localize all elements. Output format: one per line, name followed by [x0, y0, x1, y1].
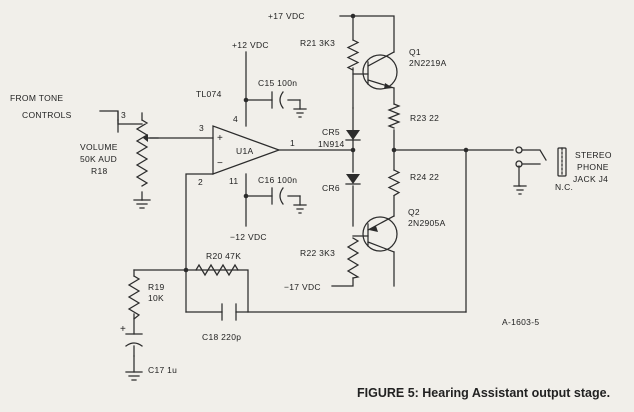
resistor-r21	[346, 39, 360, 71]
capacitor-c17	[125, 333, 143, 357]
opamp-plus-sign: +	[217, 133, 223, 144]
capacitor-c18	[221, 303, 237, 321]
jack-label-line3: JACK J4	[573, 174, 608, 184]
volume-potentiometer-r18	[117, 111, 159, 187]
drawing-number: A-1603-5	[502, 317, 539, 327]
supply-minus12: −12 VDC	[230, 232, 267, 242]
op-amp-u1a	[212, 125, 281, 175]
label-cr5-ref: CR5	[322, 127, 340, 137]
volume-ref: R18	[91, 166, 108, 176]
label-c18: C18 220p	[202, 332, 241, 342]
supply-minus17: −17 VDC	[284, 282, 321, 292]
volume-value: 50K AUD	[80, 154, 117, 164]
opamp-minus-sign: −	[217, 158, 223, 169]
resistor-r23	[387, 103, 401, 129]
label-cr5-part: 1N914	[318, 139, 345, 149]
resistor-r19	[127, 275, 141, 320]
opamp-pin-out: 1	[290, 138, 295, 148]
jack-label-line2: PHONE	[577, 162, 609, 172]
label-q2-ref: Q2	[408, 207, 420, 217]
resistor-r24	[387, 169, 401, 197]
input-label-line1: FROM TONE	[10, 93, 63, 103]
label-r20: R20 47K	[206, 251, 241, 261]
capacitor-c15	[271, 91, 284, 109]
volume-pin: 3	[121, 110, 126, 120]
resistor-r22	[346, 237, 360, 279]
figure-caption: FIGURE 5: Hearing Assistant output stage…	[357, 386, 610, 400]
input-label-line2: CONTROLS	[22, 110, 72, 120]
opamp-part: TL074	[196, 89, 222, 99]
transistor-q1	[362, 51, 398, 90]
ground-symbols	[125, 99, 527, 381]
label-c15: C15 100n	[258, 78, 297, 88]
opamp-pin-plus: 3	[199, 123, 204, 133]
jack-nc-label: N.C.	[555, 182, 573, 192]
label-r23: R23 22	[410, 113, 439, 123]
label-cr6-ref: CR6	[322, 183, 340, 193]
transistor-q2	[362, 215, 398, 253]
stereo-phone-jack-j4	[515, 146, 567, 177]
label-r21: R21 3K3	[300, 38, 335, 48]
label-c16: C16 100n	[258, 175, 297, 185]
opamp-ref: U1A	[236, 146, 253, 156]
label-q2-part: 2N2905A	[408, 218, 446, 228]
resistor-r20	[195, 263, 239, 277]
diode-cr5	[345, 130, 361, 141]
label-c17: C17 1u	[148, 365, 177, 375]
label-r24: R24 22	[410, 172, 439, 182]
label-c17-plus: +	[120, 324, 126, 335]
opamp-pin-vminus: 11	[229, 176, 238, 186]
volume-name: VOLUME	[80, 142, 118, 152]
supply-plus17-top: +17 VDC	[268, 11, 305, 21]
capacitor-c16	[271, 187, 284, 205]
opamp-pin-vplus: 4	[233, 114, 238, 124]
label-q1-part: 2N2219A	[409, 58, 447, 68]
supply-plus12: +12 VDC	[232, 40, 269, 50]
label-q1-ref: Q1	[409, 47, 421, 57]
label-r19-val: 10K	[148, 293, 164, 303]
label-r22: R22 3K3	[300, 248, 335, 258]
opamp-pin-minus: 2	[198, 177, 203, 187]
diode-cr6	[345, 174, 361, 185]
junction-dots	[183, 13, 469, 273]
jack-label-line1: STEREO	[575, 150, 612, 160]
label-r19-ref: R19	[148, 282, 165, 292]
wires	[99, 15, 521, 373]
